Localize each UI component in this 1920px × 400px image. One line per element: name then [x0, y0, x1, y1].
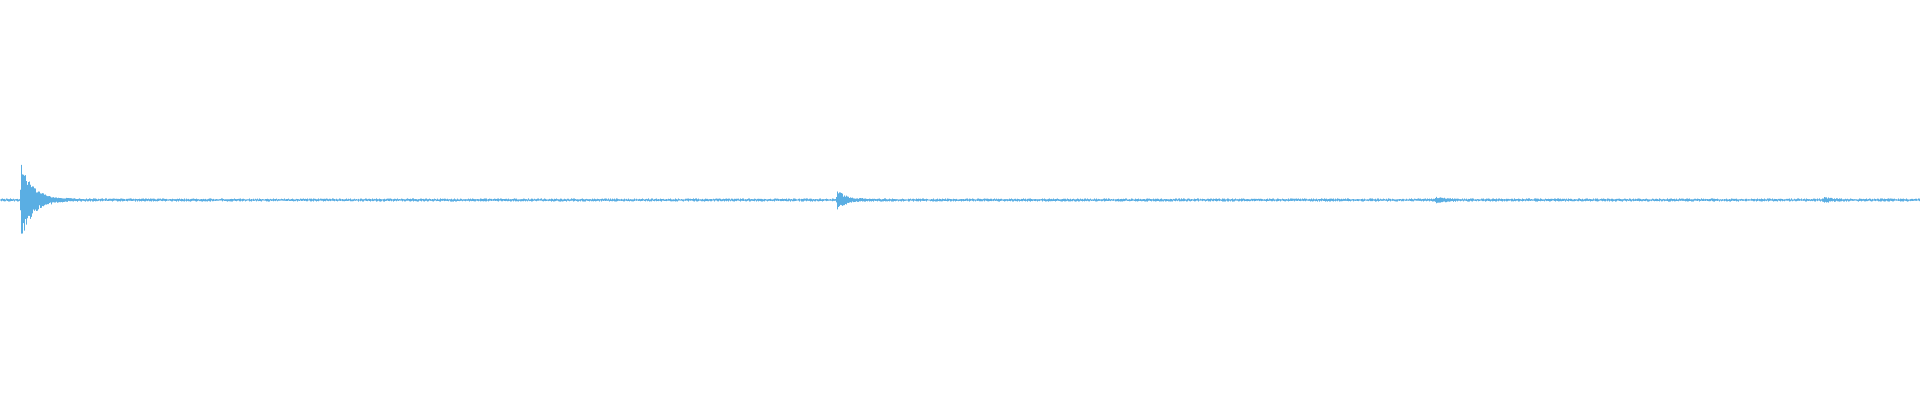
waveform-path [0, 164, 1920, 234]
